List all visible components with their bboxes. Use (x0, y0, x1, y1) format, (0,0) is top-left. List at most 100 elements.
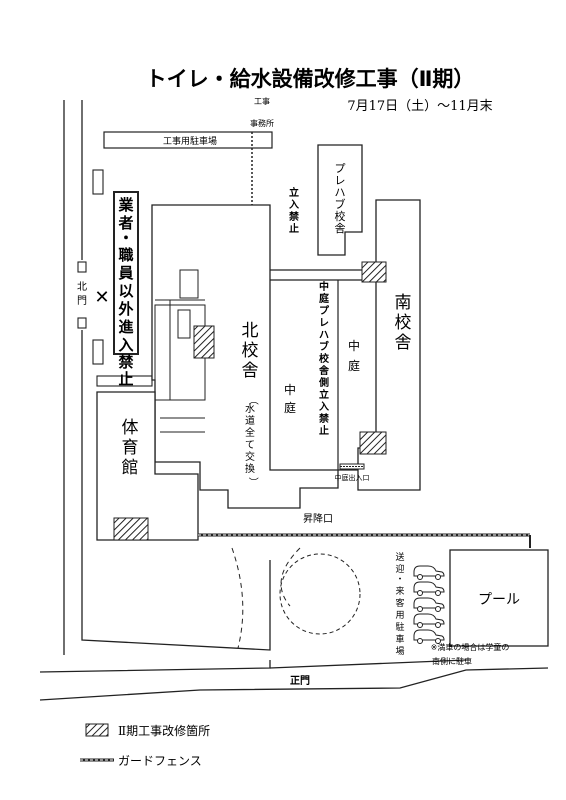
svg-text:場: 場 (395, 645, 404, 657)
svg-text:校: 校 (395, 313, 412, 333)
svg-text:）: ） (247, 477, 259, 487)
svg-text:中: 中 (348, 338, 360, 353)
dashed-path (231, 547, 244, 649)
main-gate-label: 正門 (290, 675, 310, 687)
staff-only-text-end: 禁 (118, 353, 133, 371)
construction-parking (103, 131, 273, 149)
car-icon (413, 597, 445, 612)
renovation-area (113, 517, 149, 541)
svg-text:レ: レ (319, 318, 329, 329)
small-structure (96, 375, 153, 387)
svg-text:員: 員 (117, 264, 133, 282)
svg-text:側: 側 (318, 376, 329, 389)
svg-text:入: 入 (319, 401, 329, 413)
prefab-school-label: プ レ ハ ブ 校 舎 (335, 162, 346, 235)
south-school-label: 南 校 舎 (395, 293, 412, 353)
legend-hatch-label: Ⅱ期工事改修箇所 (118, 723, 210, 738)
map-title: トイレ・給水設備改修工事（Ⅱ期） (146, 67, 475, 91)
office-label: 工事 事務所 (250, 96, 274, 128)
svg-text:プ: プ (335, 162, 346, 175)
svg-text:事務所: 事務所 (250, 118, 274, 128)
svg-text:庭: 庭 (348, 358, 360, 373)
svg-text:以: 以 (118, 282, 133, 300)
svg-text:北: 北 (242, 321, 259, 341)
prefab-side-no-entry: 中 庭 プ レ ハ ブ 校 舎 側 立 入 禁 止 (318, 280, 330, 437)
svg-text:工事: 工事 (254, 96, 270, 106)
svg-text:庭: 庭 (284, 400, 296, 415)
svg-text:送: 送 (395, 551, 404, 563)
gym-building (96, 391, 199, 541)
full-note-line1: ※満車の場合は学童の (431, 642, 510, 652)
svg-text:・: ・ (395, 575, 404, 585)
svg-text:校: 校 (242, 341, 259, 361)
svg-text:体: 体 (122, 418, 139, 438)
svg-text:門: 門 (77, 295, 87, 307)
parked-cars (413, 565, 445, 644)
construction-period: 7月17日（土）～11月末 (347, 99, 492, 114)
svg-text:中: 中 (284, 382, 296, 397)
north-school-label: 北 校 舎 (242, 321, 259, 381)
north-gate-label: 北 門 (77, 281, 87, 307)
svg-text:進: 進 (118, 318, 134, 336)
bottom-road (39, 660, 271, 673)
svg-text:立: 立 (289, 186, 299, 199)
svg-text:入: 入 (289, 199, 299, 211)
water-replace-note: （ 水 道 全 て 交 換 ） (245, 395, 259, 487)
cross-mark: ✕ (94, 287, 109, 308)
svg-text:止: 止 (319, 424, 329, 437)
stair-entrance-label: 昇降口 (303, 512, 333, 525)
renovation-area (193, 325, 215, 359)
staff-only-text: 業 者 ・ 職 員 以 外 進 入 (117, 196, 134, 354)
svg-text:車: 車 (395, 633, 404, 645)
pickup-parking-label: 送 迎 ・ 来 客 用 駐 車 場 (395, 551, 404, 657)
svg-text:中: 中 (319, 280, 329, 293)
bottom-road (269, 659, 467, 669)
renovation-area (361, 261, 387, 283)
pool-label: プール (478, 592, 520, 608)
legend-hatch-swatch (85, 723, 109, 737)
svg-text:ハ: ハ (335, 186, 346, 199)
car-icon (413, 629, 445, 644)
svg-text:交: 交 (245, 450, 255, 463)
svg-text:ブ: ブ (319, 340, 329, 353)
svg-text:館: 館 (122, 458, 139, 478)
svg-text:舎: 舎 (335, 222, 346, 235)
svg-text:禁: 禁 (318, 412, 329, 425)
svg-text:来: 来 (395, 586, 404, 597)
svg-text:南: 南 (395, 293, 412, 313)
svg-text:て: て (245, 440, 255, 451)
svg-text:用: 用 (395, 610, 404, 621)
svg-text:水: 水 (245, 403, 255, 415)
legend-fence-label: ガードフェンス (118, 754, 202, 768)
svg-text:全: 全 (245, 426, 255, 439)
svg-text:迎: 迎 (395, 563, 404, 575)
gym-label: 体 育 館 (122, 418, 139, 478)
svg-text:（: （ (247, 395, 259, 405)
svg-text:立: 立 (319, 388, 329, 401)
svg-text:舎: 舎 (242, 361, 259, 381)
prefab-school-building (317, 144, 363, 256)
staff-only-text-end: 止 (118, 370, 133, 388)
dashed-path (280, 547, 301, 607)
svg-text:プ: プ (319, 304, 330, 317)
small-structure (92, 169, 104, 195)
svg-text:職: 職 (118, 246, 133, 264)
car-icon (413, 581, 445, 596)
svg-text:育: 育 (122, 438, 139, 458)
svg-text:道: 道 (245, 414, 255, 427)
full-note-line2: 南側に駐車 (432, 656, 472, 666)
no-entry-label: 立 入 禁 止 (288, 186, 299, 235)
small-structure (92, 339, 104, 365)
svg-text:禁: 禁 (288, 210, 299, 223)
svg-text:・: ・ (118, 229, 133, 247)
north-gate-post (77, 261, 87, 273)
svg-text:庭: 庭 (319, 292, 330, 305)
courtyard-entrance-label: 中庭出入口 (335, 473, 370, 482)
car-icon (413, 565, 445, 580)
road-line (81, 520, 271, 651)
staff-only-sign (113, 191, 139, 355)
bottom-road (39, 667, 549, 701)
svg-text:者: 者 (118, 214, 133, 232)
roundabout (279, 553, 361, 635)
